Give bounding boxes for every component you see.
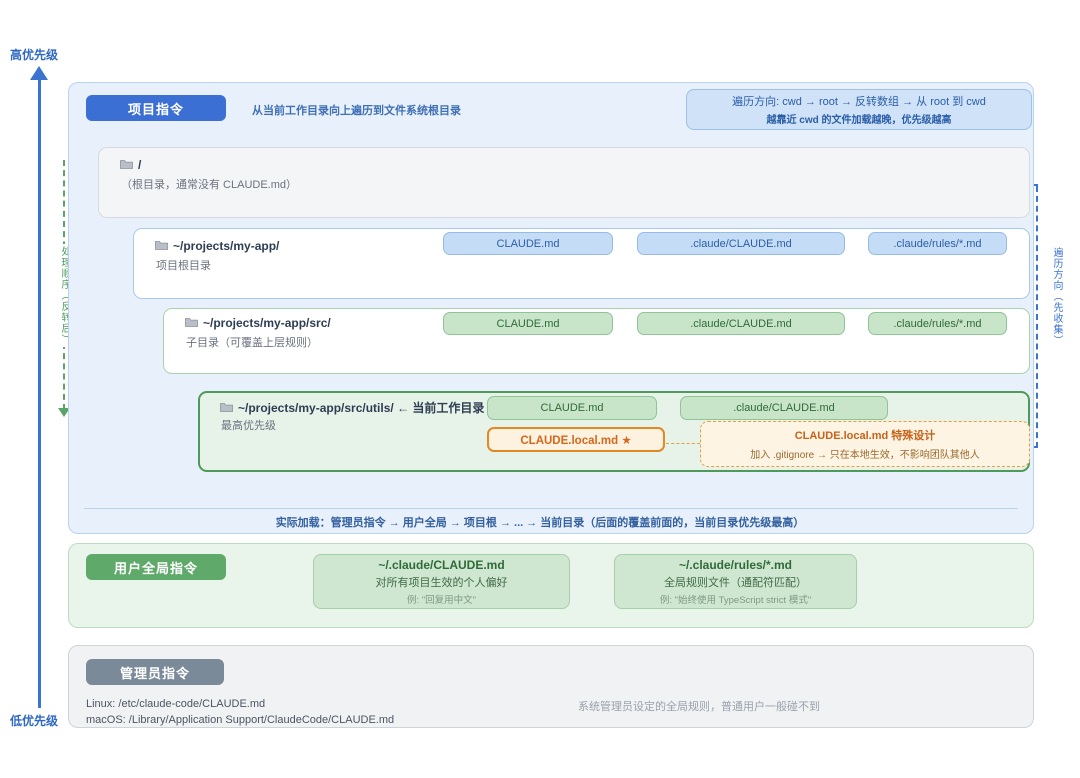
global-card-rules[interactable]: ~/.claude/rules/*.md 全局规则文件（通配符匹配） 例: "始… [614, 554, 857, 609]
load-order-divider [84, 508, 1018, 509]
directory-path-root-text: / [138, 158, 142, 172]
local-md-callout-title: CLAUDE.local.md 特殊设计 [794, 430, 936, 442]
process-order-arrow-icon [58, 408, 70, 417]
directory-path-src-text: ~/projects/my-app/src/ [203, 316, 331, 330]
file-chip-claude-md[interactable]: CLAUDE.md [443, 232, 613, 255]
global-card-desc: 对所有项目生效的个人偏好 [375, 576, 508, 589]
global-card-path: ~/.claude/CLAUDE.md [378, 557, 505, 572]
folder-icon [155, 240, 168, 254]
local-note-connector [666, 443, 700, 444]
file-chip-claude-dir-md[interactable]: .claude/CLAUDE.md [637, 312, 845, 335]
project-instructions-badge: 项目指令 [86, 95, 226, 121]
admin-instructions-badge: 管理员指令 [86, 659, 224, 685]
directory-sub-cwd: 最高优先级 [221, 420, 276, 432]
user-global-badge: 用户全局指令 [86, 554, 226, 580]
global-card-example: 例: "回复用中文" [406, 594, 477, 606]
file-chip-claude-dir-md[interactable]: .claude/CLAUDE.md [637, 232, 845, 255]
traversal-info-line1: 遍历方向: cwd → root → 反转数组 → 从 root 到 cwd [732, 96, 986, 108]
directory-sub-root: （根目录，通常没有 CLAUDE.md） [121, 179, 298, 191]
global-card-path: ~/.claude/rules/*.md [678, 557, 793, 572]
file-chip-claude-md[interactable]: CLAUDE.md [443, 312, 613, 335]
directory-path-src: ~/projects/my-app/src/ [185, 316, 331, 331]
directory-row-root [98, 147, 1030, 218]
directory-path-cwd-text: ~/projects/my-app/src/utils/ ← 当前工作目录 (c… [238, 401, 520, 415]
global-card-desc: 全局规则文件（通配符匹配） [664, 576, 807, 589]
traversal-direction-label: 遍历方向（先收集） [1051, 247, 1062, 346]
load-order-text: 实际加载：管理员指令 → 用户全局 → 项目根 → ... → 当前目录（后面的… [275, 517, 805, 529]
admin-path-linux: Linux: /etc/claude-code/CLAUDE.md [86, 698, 266, 710]
global-card-example: 例: "始终使用 TypeScript strict 模式" [659, 594, 812, 606]
admin-path-macos: macOS: /Library/Application Support/Clau… [86, 713, 395, 726]
directory-sub-src: 子目录（可覆盖上层规则） [186, 337, 318, 349]
file-chip-claude-local-md[interactable]: CLAUDE.local.md ★ [487, 427, 665, 452]
directory-path-root: / [120, 158, 141, 173]
priority-high-label: 高优先级 [10, 48, 59, 62]
admin-instructions-panel [68, 645, 1034, 728]
directory-path-cwd: ~/projects/my-app/src/utils/ ← 当前工作目录 (c… [220, 399, 519, 416]
folder-icon [185, 317, 198, 331]
folder-icon [220, 402, 233, 416]
file-chip-claude-md[interactable]: CLAUDE.md [487, 396, 657, 420]
priority-axis-arrow-icon [30, 66, 48, 80]
traversal-info-line2: 越靠近 cwd 的文件加载越晚，优先级越高 [766, 115, 952, 126]
directory-path-project-text: ~/projects/my-app/ [173, 239, 280, 253]
file-chip-claude-dir-md[interactable]: .claude/CLAUDE.md [680, 396, 888, 420]
directory-path-project: ~/projects/my-app/ [155, 239, 279, 254]
admin-note: 系统管理员设定的全局规则，普通用户一般碰不到 [578, 701, 820, 713]
priority-axis-line [38, 78, 41, 708]
directory-sub-project: 项目根目录 [156, 260, 211, 272]
file-chip-claude-rules[interactable]: .claude/rules/*.md [868, 312, 1007, 335]
traversal-info-box: 遍历方向: cwd → root → 反转数组 → 从 root 到 cwd 越… [686, 89, 1032, 130]
project-instructions-note: 从当前工作目录向上遍历到文件系统根目录 [252, 105, 461, 117]
traversal-dashed-line [1036, 186, 1038, 448]
priority-low-label: 低优先级 [10, 714, 59, 728]
global-card-claude-md[interactable]: ~/.claude/CLAUDE.md 对所有项目生效的个人偏好 例: "回复用… [313, 554, 570, 609]
local-md-callout: CLAUDE.local.md 特殊设计 加入 .gitignore → 只在本… [700, 421, 1030, 467]
folder-icon [120, 159, 133, 173]
file-chip-claude-rules[interactable]: .claude/rules/*.md [868, 232, 1007, 255]
local-md-callout-desc: 加入 .gitignore → 只在本地生效，不影响团队其他人 [750, 450, 980, 461]
admin-paths: Linux: /etc/claude-code/CLAUDE.md macOS:… [86, 697, 394, 729]
